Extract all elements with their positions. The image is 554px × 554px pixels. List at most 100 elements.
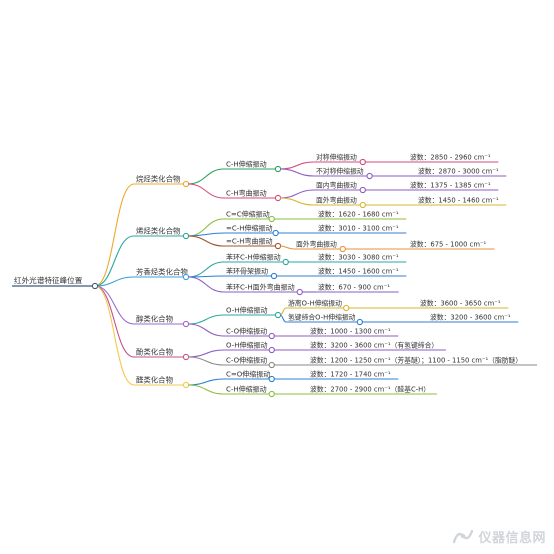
alkane-sub-0-1-label: 不对称伸缩振动 (316, 167, 364, 176)
phenol-sub-1-label: C-O伸缩振动 (226, 356, 267, 365)
alcohol-sub-0-1-label: 氢键缔合O-H伸缩振动 (288, 313, 356, 322)
group-aromatic-label: 芳香烃类化合物 (136, 268, 188, 277)
alkane-sub-1-0-value: 波数：1375 - 1385 cm⁻¹ (410, 181, 491, 190)
alkane-sub-0-1-value: 波数：2870 - 3000 cm⁻¹ (418, 167, 499, 176)
phenol-sub-0-node (268, 346, 275, 354)
link-alkene-1 (187, 232, 225, 237)
aromatic-sub-0-value: 波数：3030 - 3080 cm⁻¹ (318, 253, 399, 262)
group-aldehyde-node (182, 381, 190, 389)
alkene-sub-2-0-label: 面外弯曲振动 (296, 240, 337, 249)
root-label: 红外光谱特征峰位置 (14, 275, 83, 285)
aromatic-sub-1-node (270, 272, 278, 280)
link-alkane-1-1 (279, 197, 315, 206)
aromatic-sub-0-node (282, 258, 289, 266)
aromatic-sub-1-value: 波数：1450 - 1600 cm⁻¹ (318, 267, 399, 276)
watermark: 仪器信息网 (452, 527, 546, 546)
alkene-sub-2-0-value: 波数：675 - 1000 cm⁻¹ (410, 240, 487, 249)
link-alkene-2 (187, 235, 225, 247)
group-alkane-label: 烷烃类化合物 (136, 175, 181, 184)
alkane-sub-1-node (274, 194, 282, 202)
group-aldehyde-label: 醛类化合物 (136, 376, 174, 385)
alcohol-sub-0-node (274, 311, 282, 319)
aldehyde-sub-1-label: C-H伸缩振动 (226, 385, 267, 394)
alkane-sub-0-1-node (366, 172, 373, 180)
link-alkane-0-0 (279, 161, 315, 170)
phenol-sub-1-node (268, 361, 275, 369)
alcohol-sub-0-1-node (356, 318, 363, 326)
aldehyde-sub-1-node (268, 390, 275, 398)
aldehyde-sub-0-value: 波数：1720 - 1740 cm⁻¹ (310, 370, 391, 379)
alkane-sub-0-0-label: 对称伸缩振动 (316, 153, 357, 162)
alkene-sub-1-value: 波数：3010 - 3100 cm⁻¹ (318, 224, 399, 233)
alkane-sub-0-0-value: 波数：2850 - 2960 cm⁻¹ (410, 153, 491, 162)
alkane-sub-1-0-label: 面内弯曲振动 (316, 181, 357, 190)
link-aromatic-0 (187, 261, 225, 278)
link-phenol-1 (187, 356, 225, 366)
aldehyde-sub-0-label: C=O伸缩振动 (226, 370, 270, 379)
link-alcohol-0 (187, 314, 225, 325)
alkane-sub-0-0-node (359, 158, 366, 166)
alkene-sub-2-label: =C-H弯曲振动 (226, 237, 273, 246)
link-root-alkene (94, 235, 135, 287)
link-root-aldehyde (94, 285, 135, 386)
link-root-alcohol (94, 285, 135, 325)
link-alkane-0 (187, 168, 225, 185)
alkane-sub-1-1-label: 面外弯曲振动 (316, 196, 357, 205)
alcohol-sub-0-0-label: 游离O-H伸缩振动 (288, 299, 342, 308)
alkane-sub-0-node (274, 165, 282, 173)
aldehyde-sub-0-node (268, 375, 275, 383)
link-alkane-0-1 (279, 168, 315, 177)
alcohol-sub-0-0-node (343, 304, 350, 312)
alkene-sub-0-value: 波数：1620 - 1680 cm⁻¹ (318, 210, 399, 219)
aromatic-sub-2-value: 波数：670 - 900 cm⁻¹ (318, 283, 390, 292)
group-alkene-label: 烯烃类化合物 (136, 227, 181, 236)
logo-icon (453, 529, 474, 543)
link-aromatic-2 (187, 276, 225, 293)
alcohol-sub-0-1-value: 波数：3200 - 3600 cm⁻¹ (430, 313, 511, 322)
alkene-sub-1-label: =C-H伸缩振动 (226, 224, 273, 233)
alkane-sub-0-label: C-H伸缩振动 (226, 160, 267, 169)
group-phenol-label: 酚类化合物 (136, 348, 174, 357)
group-alcohol-label: 醇类化合物 (136, 315, 174, 324)
watermark-text: 仪器信息网 (478, 531, 546, 546)
alkane-sub-1-1-value: 波数：1450 - 1460 cm⁻¹ (418, 196, 499, 205)
root-node (91, 282, 99, 290)
group-aromatic-node (182, 273, 190, 281)
alkene-sub-0-label: C=C伸缩振动 (226, 210, 270, 219)
aromatic-sub-0-label: 苯环C-H伸缩振动 (226, 253, 281, 262)
link-phenol-0 (187, 349, 225, 358)
link-root-alkane (94, 183, 135, 287)
alkane-sub-1-0-node (359, 186, 366, 194)
alkene-sub-0-node (268, 215, 275, 223)
alcohol-sub-0-label: O-H伸缩振动 (226, 306, 268, 315)
link-aldehyde-1 (187, 384, 225, 395)
group-alkane-node (182, 180, 190, 188)
alkene-sub-2-node (274, 242, 282, 250)
alkane-sub-1-1-node (359, 201, 366, 209)
group-alkene-node (182, 232, 190, 240)
alcohol-sub-1-node (268, 332, 275, 340)
link-alkene-2-0 (279, 245, 295, 250)
group-phenol-node (182, 353, 190, 361)
link-alcohol-0-1 (279, 314, 287, 323)
group-alcohol-node (182, 320, 190, 328)
link-aldehyde-0 (187, 378, 225, 386)
phenol-sub-1-value: 波数：1200 - 1250 cm⁻¹（芳基醚）；1100 - 1150 cm⁻… (310, 356, 522, 365)
link-root-phenol (94, 285, 135, 358)
link-root-aromatic (94, 276, 135, 287)
link-alcohol-1 (187, 323, 225, 337)
link-alkane-1 (187, 183, 225, 199)
aldehyde-sub-1-value: 波数：2700 - 2900 cm⁻¹（醛基C-H） (310, 385, 430, 394)
alcohol-sub-1-label: C-O伸缩振动 (226, 327, 267, 336)
alkene-sub-1-node (272, 229, 279, 237)
alkene-sub-2-0-node (339, 245, 346, 253)
aromatic-sub-2-node (296, 288, 303, 296)
aromatic-sub-1-label: 苯环骨架振动 (226, 267, 268, 276)
link-alkane-1-0 (279, 189, 315, 199)
phenol-sub-0-value: 波数：3200 - 3600 cm⁻¹（有氢键缔合） (310, 341, 438, 350)
aromatic-sub-2-label: 苯环C-H面外弯曲振动 (226, 283, 295, 292)
alcohol-sub-0-0-value: 波数：3600 - 3650 cm⁻¹ (420, 299, 501, 308)
phenol-sub-0-label: O-H伸缩振动 (226, 341, 268, 350)
